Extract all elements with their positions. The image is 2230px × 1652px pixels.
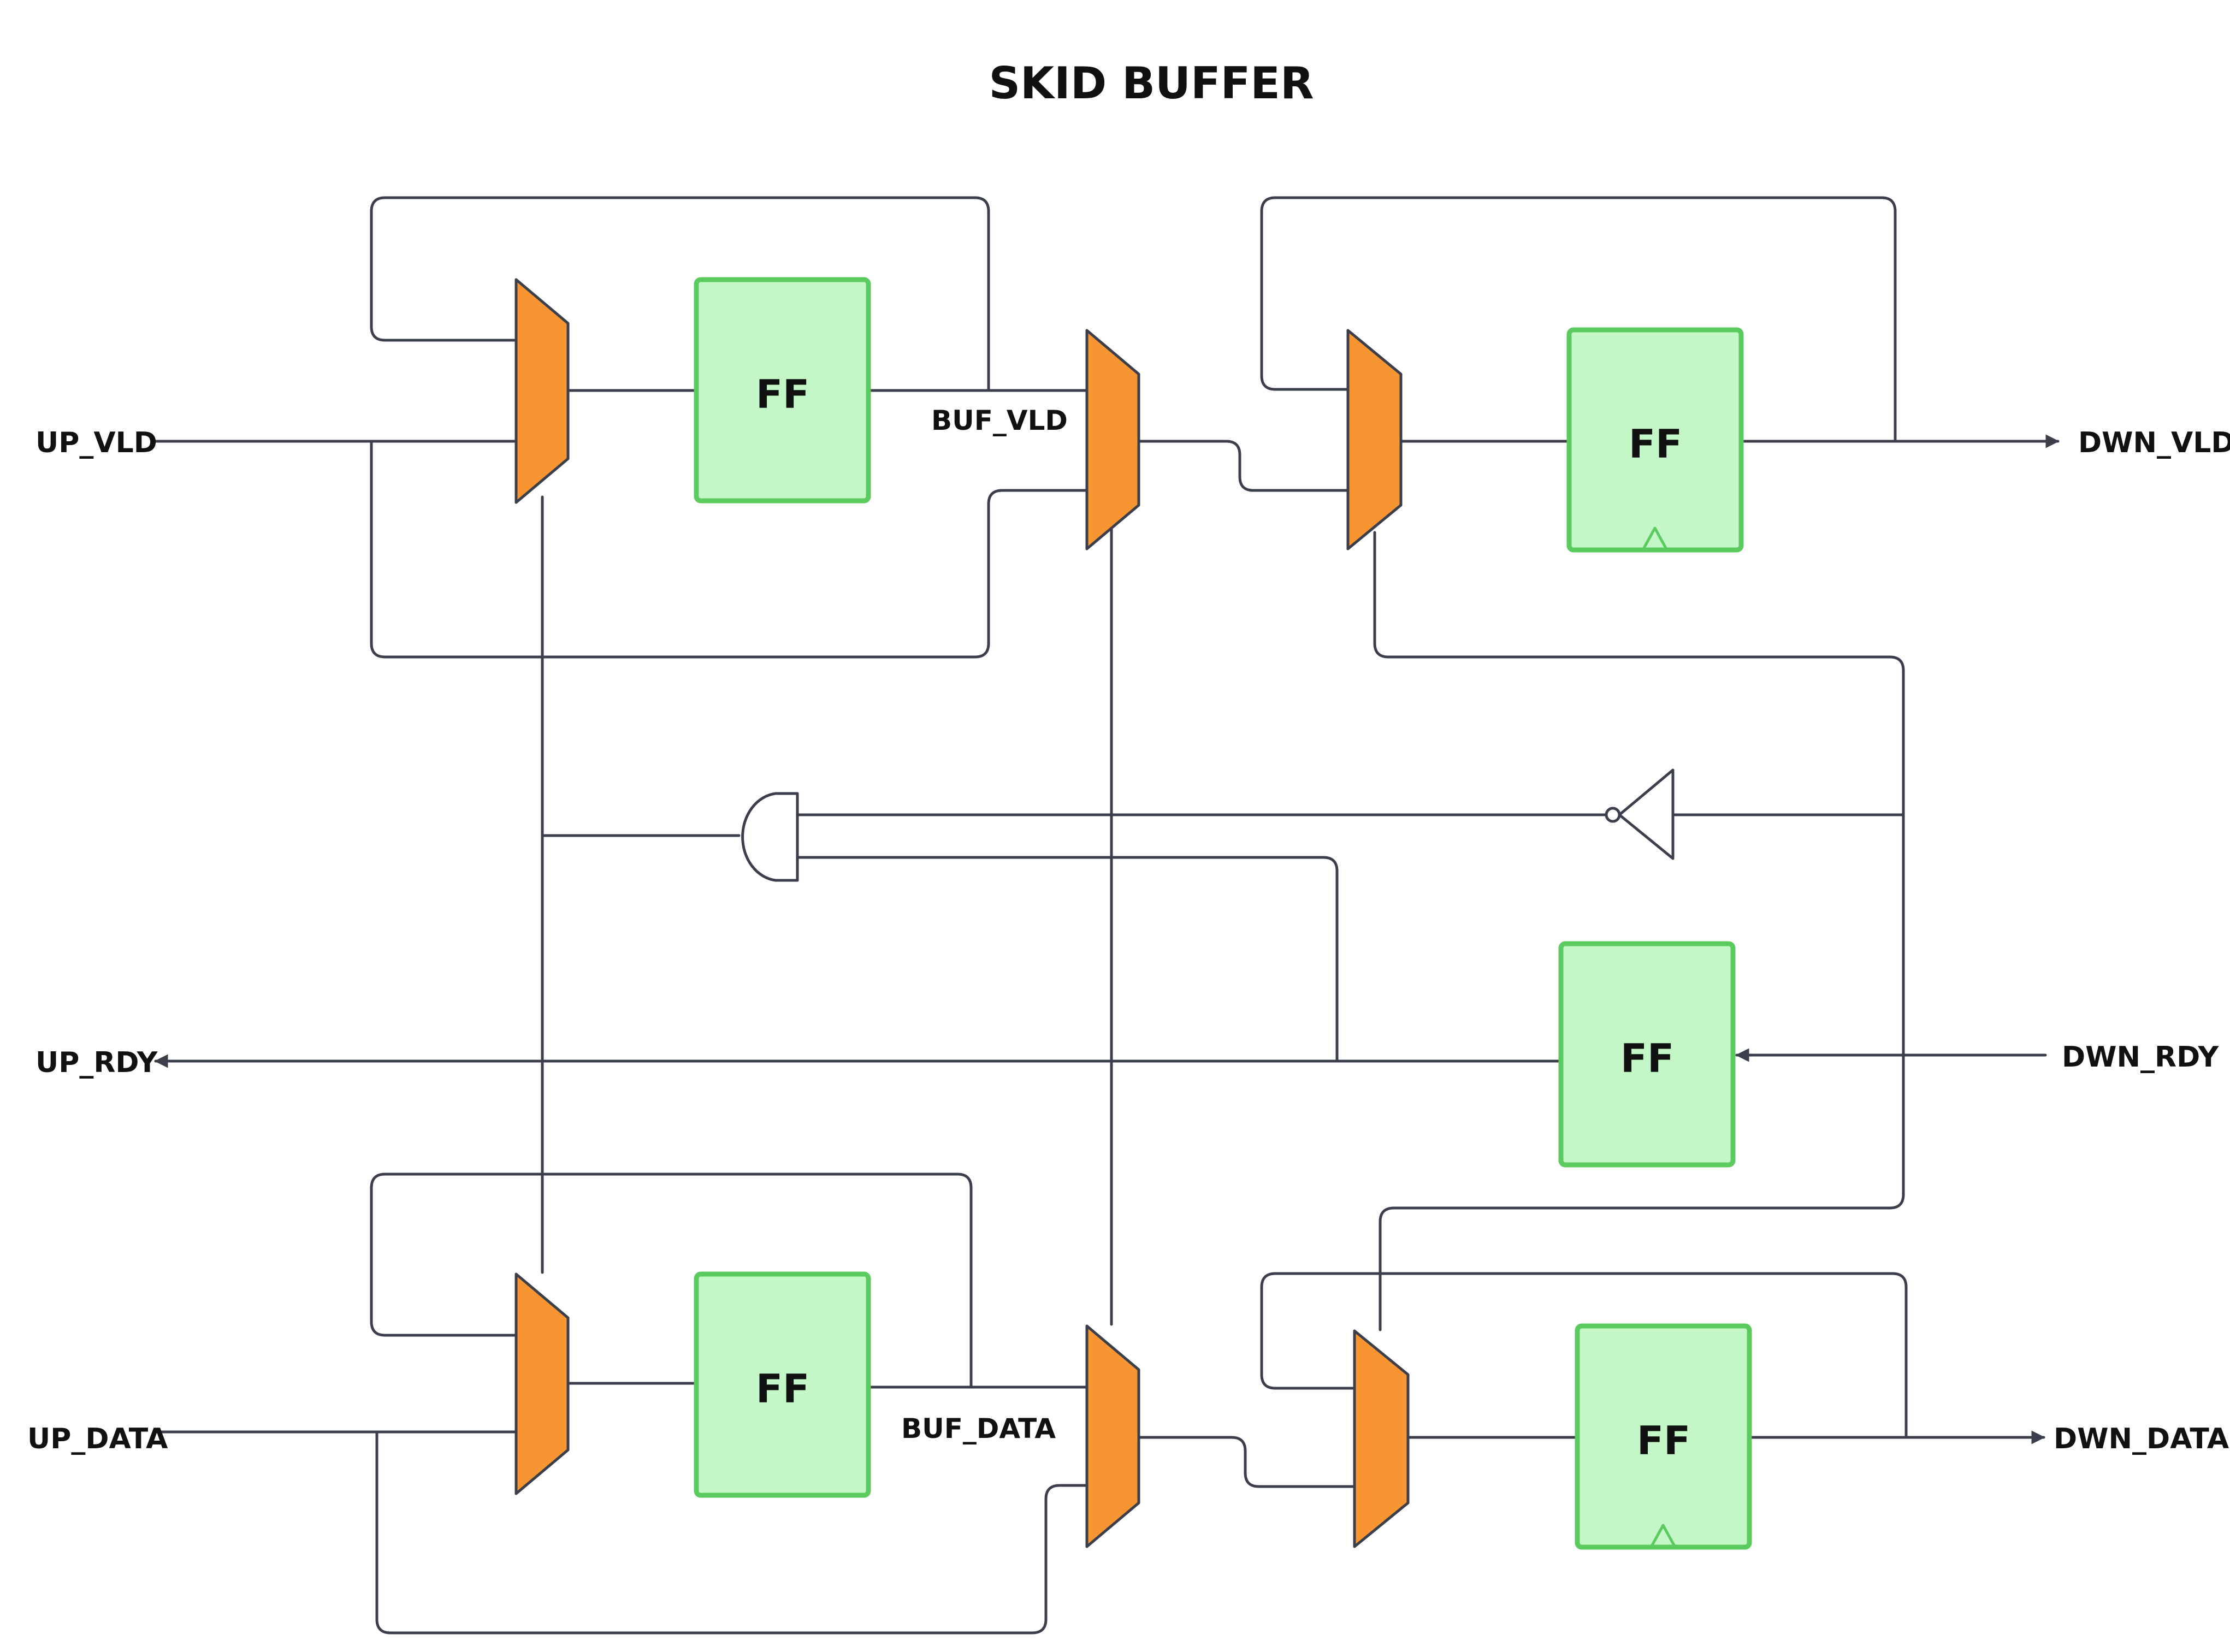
- ff-dwn-vld-label: FF: [1629, 421, 1682, 467]
- ff-buf-data: [694, 1271, 871, 1498]
- labels: SKID BUFFER UP_VLD UP_RDY UP_DATA DWN_VL…: [27, 58, 2230, 1455]
- ff-dwn-data: [1575, 1323, 1752, 1550]
- wire-buf-data-feedback: [370, 1173, 973, 1389]
- inverter-icon: [1618, 768, 1675, 860]
- mux-dwn-data: [1353, 1329, 1410, 1548]
- ff-dwn-data-clock-icon: [1649, 1524, 1677, 1549]
- port-up-rdy-label: UP_RDY: [36, 1046, 158, 1079]
- and-gate-icon: [741, 792, 799, 882]
- page-title: SKID BUFFER: [989, 58, 1314, 109]
- mux-buf-vld: [1085, 329, 1140, 550]
- mux-dwn-vld: [1346, 329, 1403, 550]
- mux-up-vld: [514, 278, 570, 504]
- wire-up-data-loop: [375, 1430, 1089, 1635]
- wire-buf-vld-feedback: [370, 196, 990, 392]
- muxes: [514, 278, 1410, 1548]
- port-dwn-vld-label: DWN_VLD: [2078, 427, 2230, 459]
- port-dwn-rdy-label: DWN_RDY: [2062, 1041, 2219, 1074]
- mux-buf-data: [1085, 1324, 1140, 1548]
- signal-buf-vld-label: BUF_VLD: [931, 405, 1068, 436]
- gates: [741, 768, 1675, 882]
- ff-rdy-label: FF: [1620, 1035, 1674, 1081]
- port-up-data-label: UP_DATA: [27, 1423, 168, 1455]
- wire-up-vld-loop: [370, 440, 1089, 659]
- flip-flops: FF FF FF FF FF: [694, 277, 1752, 1550]
- port-up-vld-label: UP_VLD: [36, 427, 157, 459]
- ff-rdy: [1558, 941, 1736, 1168]
- ff-dwn-vld-clock-icon: [1641, 526, 1669, 552]
- ff-dwn-vld: [1566, 327, 1744, 553]
- wire-dwn-data-feedback: [1260, 1272, 1908, 1439]
- ff-dwn-data-label: FF: [1637, 1418, 1690, 1464]
- wires: [152, 196, 2060, 1635]
- wire-mux2-to-mux3-data: [1134, 1436, 1356, 1488]
- wire-dwn-vld-feedback: [1260, 196, 1897, 443]
- wire-up-rdy-to-and: [796, 856, 1339, 1063]
- wire-mux2-to-mux3-vld: [1134, 440, 1350, 492]
- ff-buf-data-label: FF: [756, 1366, 809, 1412]
- wire-select-stage3: [1373, 531, 1905, 1331]
- inverter-bubble-icon: [1605, 807, 1621, 823]
- port-dwn-data-label: DWN_DATA: [2054, 1423, 2229, 1455]
- mux-up-data: [514, 1272, 570, 1495]
- ff-buf-vld-label: FF: [756, 371, 809, 417]
- ff-buf-vld: [694, 277, 871, 504]
- signal-buf-data-label: BUF_DATA: [901, 1413, 1056, 1444]
